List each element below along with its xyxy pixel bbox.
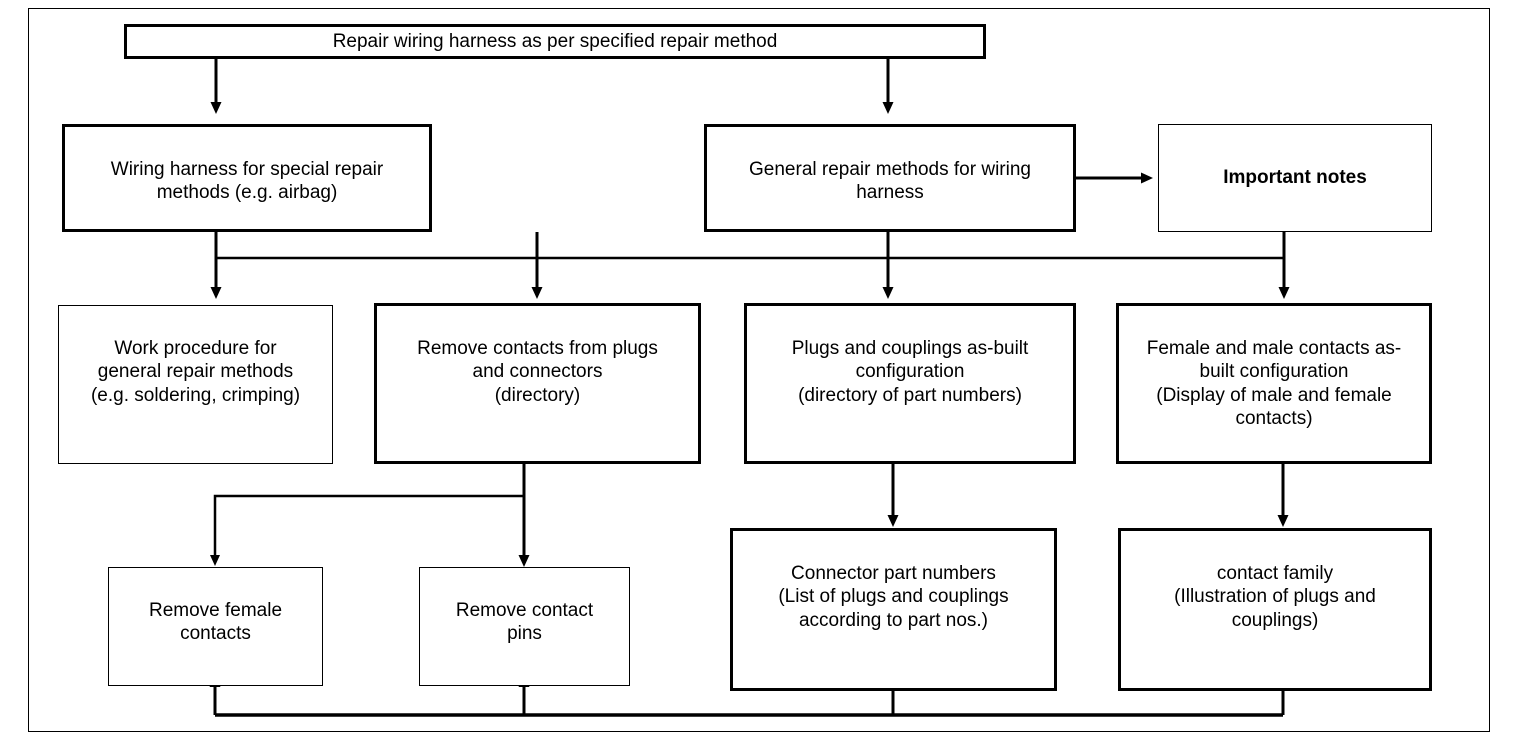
node-label: Female and male contacts as- built confi…: [1146, 338, 1402, 429]
node-label: Remove female contacts: [148, 600, 283, 645]
node-label: contact family (Illustration of plugs an…: [1174, 563, 1376, 631]
node-connector-part-numbers[interactable]: Connector part numbers (List of plugs an…: [730, 528, 1057, 691]
node-label: Repair wiring harness as per specified r…: [332, 30, 778, 52]
node-general-repair-methods[interactable]: General repair methods for wiring harnes…: [704, 124, 1076, 232]
node-label: Remove contacts from plugs and connector…: [417, 338, 658, 406]
node-remove-female-contacts[interactable]: Remove female contacts: [108, 567, 323, 686]
node-label: Work procedure for general repair method…: [90, 338, 301, 406]
node-repair-wiring-harness[interactable]: Repair wiring harness as per specified r…: [124, 24, 986, 59]
node-work-procedure[interactable]: Work procedure for general repair method…: [58, 305, 333, 464]
node-important-notes[interactable]: Important notes: [1158, 124, 1432, 232]
node-female-male-contacts-asbuilt[interactable]: Female and male contacts as- built confi…: [1116, 303, 1432, 464]
node-remove-contact-pins[interactable]: Remove contact pins: [419, 567, 630, 686]
node-label: General repair methods for wiring harnes…: [749, 159, 1031, 204]
node-remove-contacts-plugs[interactable]: Remove contacts from plugs and connector…: [374, 303, 701, 464]
diagram-outer-frame: [28, 8, 1490, 732]
node-label: Connector part numbers (List of plugs an…: [778, 563, 1009, 631]
node-label: Wiring harness for special repair method…: [110, 159, 384, 204]
node-contact-family[interactable]: contact family (Illustration of plugs an…: [1118, 528, 1432, 691]
node-label: Remove contact pins: [455, 600, 594, 645]
node-label: Important notes: [1223, 167, 1367, 189]
node-plugs-couplings-asbuilt[interactable]: Plugs and couplings as-built configurati…: [744, 303, 1076, 464]
node-wiring-harness-special[interactable]: Wiring harness for special repair method…: [62, 124, 432, 232]
node-label: Plugs and couplings as-built configurati…: [791, 338, 1029, 406]
